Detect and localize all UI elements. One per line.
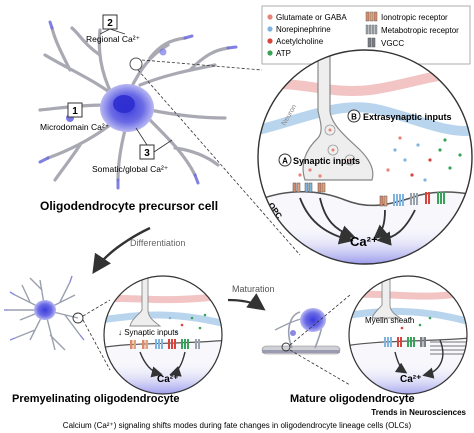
mature-title: Mature oligodendrocyte: [290, 393, 415, 405]
norepinephrine-dot-icon: [267, 26, 273, 32]
premyelinating-synaptic-label: ↓ Synaptic inputs: [118, 328, 178, 337]
microdomain-ca-label: Microdomain Ca²⁺: [40, 122, 110, 132]
mature-zoom-panel: Myelin sheath Ca²⁺: [348, 275, 468, 395]
premyelinating-zoom-panel: ↓ Synaptic inputs Ca²⁺: [103, 275, 223, 395]
maturation-arrow: [227, 293, 266, 311]
myelin-sheath: [430, 341, 467, 355]
glutamate-dot-icon: [267, 14, 273, 20]
regional-spot: [159, 48, 167, 56]
marker-b: B: [351, 113, 357, 122]
zoom-ca-label: Ca²⁺: [350, 234, 378, 249]
marker-a-circle: [278, 153, 292, 167]
mature-ca-label: Ca²⁺: [400, 374, 421, 385]
legend-vgcc: VGCC: [381, 39, 404, 48]
legend-atp: ATP: [276, 49, 291, 58]
synaptic-receptors: [292, 182, 326, 193]
legend: Glutamate or GABA Norepinephrine Acetylc…: [261, 5, 471, 65]
premyelinating-ca-label: Ca²⁺: [157, 374, 178, 385]
mature-cell: [261, 308, 341, 355]
legend-glutamate: Glutamate or GABA: [276, 13, 347, 22]
vgcc-icon: [367, 37, 376, 48]
journal-brand: Trends in Neurosciences: [371, 408, 466, 417]
neuron-bouton: [302, 50, 374, 181]
figure-caption: Calcium (Ca²⁺) signaling shifts modes du…: [63, 421, 412, 430]
metabotropic-receptor-icon: [365, 24, 378, 35]
premyelinating-cell: [4, 275, 85, 351]
differentiation-arrow: [92, 226, 151, 274]
mature-receptors: [384, 337, 426, 347]
atp-dot-icon: [267, 50, 273, 56]
extrasynaptic-receptors: [379, 192, 445, 207]
differentiation-label: Differentiation: [130, 238, 185, 248]
opc-zoom-circle: [129, 57, 143, 71]
acetylcholine-dot-icon: [267, 38, 273, 44]
marker-1-box: [67, 102, 83, 118]
marker-1: 1: [72, 106, 78, 117]
marker-2: 2: [107, 18, 113, 29]
legend-metabotropic: Metabotropic receptor: [381, 26, 459, 35]
extrasynaptic-inputs-label: Extrasynaptic inputs: [363, 112, 452, 122]
legend-norepinephrine: Norepinephrine: [276, 25, 331, 34]
myelin-sheath-label: Myelin sheath: [365, 316, 414, 325]
ionotropic-receptor-icon: [365, 11, 378, 22]
legend-ionotropic: Ionotropic receptor: [381, 13, 448, 22]
marker-a: A: [282, 157, 288, 166]
legend-acetylcholine: Acetylcholine: [276, 37, 324, 46]
marker-3: 3: [144, 148, 150, 159]
opc-cell: [38, 20, 238, 190]
premyelinating-receptors: [130, 339, 200, 349]
premyelinating-title: Premyelinating oligodendrocyte: [12, 393, 179, 405]
opc-nucleus: [113, 95, 135, 113]
extrasynaptic-transmitters: [298, 136, 462, 182]
regional-ca-label: Regional Ca²⁺: [86, 34, 141, 44]
maturation-label: Maturation: [232, 284, 275, 294]
synaptic-inputs-label: Synaptic inputs: [293, 156, 360, 166]
somatic-ca-label: Somatic/global Ca²⁺: [92, 164, 169, 174]
synapse-zoom-panel: Neuron OPC: [257, 49, 473, 265]
opc-title: Oligodendrocyte precursor cell: [40, 199, 218, 213]
marker-b-circle: [347, 109, 361, 123]
